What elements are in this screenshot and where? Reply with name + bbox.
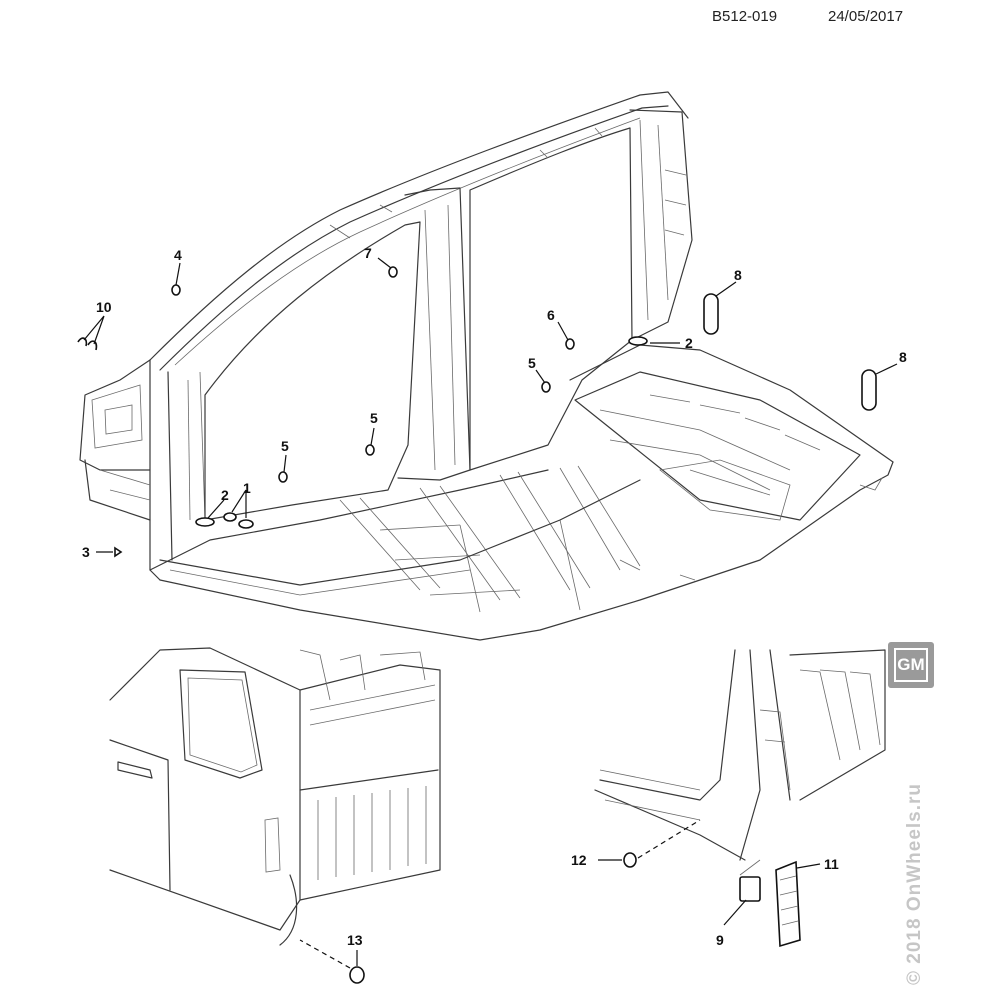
parts-group [77, 266, 877, 984]
callout-3: 3 [82, 544, 90, 560]
watermark-text: © 2018 OnWheels.ru [904, 782, 925, 985]
clips-10 [77, 337, 98, 351]
callout-1: 1 [243, 480, 251, 496]
seal-8-b [861, 369, 877, 411]
plug-5-front [278, 471, 288, 483]
plug-7 [388, 266, 398, 278]
bracket-9 [739, 876, 761, 902]
callout-8-b: 8 [899, 349, 907, 365]
callout-2-front: 2 [221, 487, 229, 503]
pillar-detail-view [594, 649, 886, 876]
plug-1-b [238, 519, 254, 529]
callout-10: 10 [96, 299, 112, 315]
plug-12 [623, 852, 637, 868]
callout-11: 11 [824, 856, 839, 872]
callout-9: 9 [716, 932, 724, 948]
insulator-11 [775, 860, 801, 948]
plug-1-a [223, 512, 237, 522]
plug-5-b [365, 444, 375, 456]
clip-3 [114, 546, 123, 558]
gm-logo: GM [888, 642, 934, 688]
truck-rear-view [109, 647, 441, 946]
diagram-code: B512-019 [712, 8, 778, 25]
diagram-date: 24/05/2017 [828, 8, 904, 25]
callout-5-rear: 5 [528, 355, 536, 371]
plug-2-rear [628, 336, 648, 346]
plug-13 [349, 966, 365, 984]
callout-4: 4 [174, 247, 182, 263]
body-side-assembly [79, 91, 894, 641]
leader-lines [83, 257, 898, 969]
plug-2-front [195, 517, 215, 527]
callout-5-front: 5 [281, 438, 289, 454]
seal-8-a [703, 293, 719, 335]
callout-labels: 4 7 6 5 5 5 1 2 2 3 10 8 8 9 11 12 13 [82, 245, 907, 948]
callout-5-b: 5 [370, 410, 378, 426]
callout-2-rear: 2 [685, 335, 693, 351]
plug-4 [171, 284, 181, 296]
plug-6 [565, 338, 575, 350]
callout-7: 7 [364, 245, 372, 261]
plug-5-rear [541, 381, 551, 393]
callout-13: 13 [347, 932, 363, 948]
callout-6: 6 [547, 307, 555, 323]
callout-12: 12 [571, 852, 587, 868]
callout-8-a: 8 [734, 267, 742, 283]
